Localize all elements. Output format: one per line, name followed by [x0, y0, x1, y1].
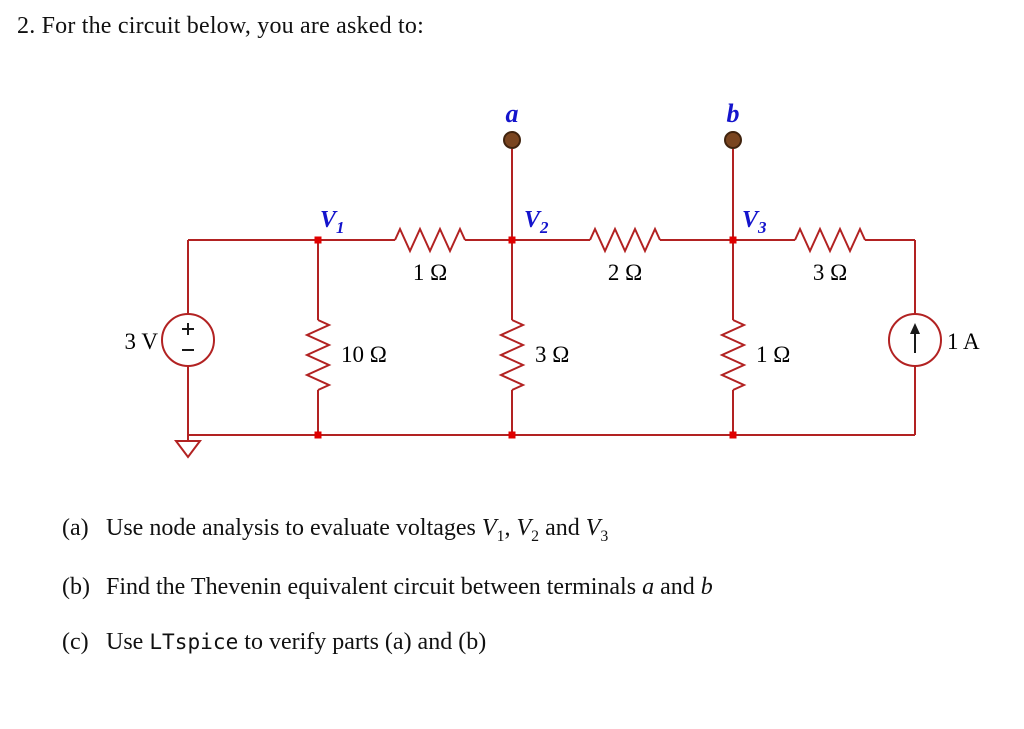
up-arrow-head-icon — [910, 323, 920, 334]
ground-symbol — [174, 435, 202, 459]
voltage-source — [161, 313, 215, 367]
ltspice-word: LTspice — [149, 628, 239, 654]
question-b-marker: (b) — [62, 573, 90, 600]
node-label-v1: V1 — [320, 207, 345, 237]
terminal-b-dot — [724, 131, 742, 149]
question-a-marker: (a) — [62, 515, 89, 541]
junction-dot — [314, 431, 322, 439]
junction-dot — [508, 236, 516, 244]
question-c: (c) Use LTspice to verify parts (a) and … — [62, 629, 972, 656]
node-label-v3: V3 — [742, 207, 767, 237]
resistor-r6-shunt — [719, 319, 747, 391]
circuit-diagram: a b V1 V2 V3 3 V 1 A 1 Ω 2 Ω 3 Ω 10 Ω 3 … — [125, 99, 980, 459]
question-b-text: Find the Thevenin equivalent circuit bet… — [106, 573, 713, 600]
plus-icon — [182, 323, 194, 335]
terminal-a-label: a — [506, 99, 519, 128]
problem-title: 2. For the circuit below, you are asked … — [17, 13, 424, 39]
question-a: (a) Use node analysis to evaluate voltag… — [62, 515, 972, 546]
resistor-r3-series — [794, 226, 866, 254]
terminal-b-label: b — [727, 99, 740, 128]
resistor-r6-label: 1 Ω — [756, 342, 790, 367]
junction-dot — [729, 236, 737, 244]
question-c-text: Use LTspice to verify parts (a) and (b) — [106, 628, 487, 655]
resistor-r1-label: 1 Ω — [413, 260, 447, 285]
question-c-marker: (c) — [62, 628, 89, 655]
resistor-r5-shunt — [498, 319, 526, 391]
resistor-r4-label: 10 Ω — [341, 342, 387, 367]
current-source-label: 1 A — [947, 329, 980, 354]
resistor-r2-label: 2 Ω — [608, 260, 642, 285]
terminal-a-dot — [503, 131, 521, 149]
junction-dot — [729, 431, 737, 439]
junction-dot — [508, 431, 516, 439]
question-b: (b) Find the Thevenin equivalent circuit… — [62, 574, 972, 601]
junction-dot — [314, 236, 322, 244]
question-list: (a) Use node analysis to evaluate voltag… — [62, 515, 972, 684]
resistor-r4-shunt — [304, 319, 332, 391]
resistor-r5-label: 3 Ω — [535, 342, 569, 367]
resistor-r3-label: 3 Ω — [813, 260, 847, 285]
voltage-source-label: 3 V — [125, 329, 159, 354]
wire — [187, 149, 916, 436]
question-a-text: Use node analysis to evaluate voltages V… — [106, 515, 609, 545]
resistor-r1-series — [394, 226, 466, 254]
current-source — [888, 313, 942, 367]
node-label-v2: V2 — [524, 207, 549, 237]
resistor-r2-series — [589, 226, 661, 254]
